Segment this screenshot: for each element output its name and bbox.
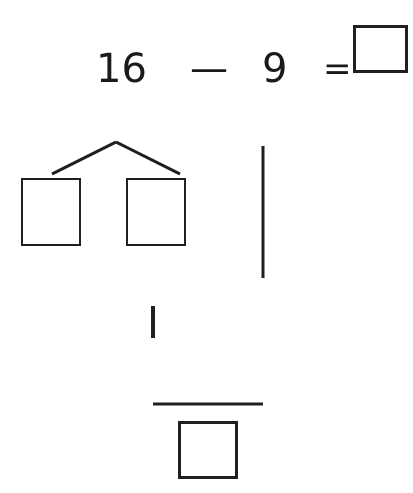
branch-line-left bbox=[51, 140, 117, 176]
branch-line-right bbox=[115, 140, 181, 176]
subtrahend-number: 9 bbox=[262, 46, 288, 92]
decompose-box-right[interactable] bbox=[126, 178, 186, 246]
minus-sign: — bbox=[190, 46, 228, 90]
answer-box[interactable] bbox=[353, 25, 408, 73]
equals-sign: = bbox=[323, 49, 352, 89]
result-box-bottom[interactable] bbox=[178, 421, 238, 479]
minuend-number: 16 bbox=[96, 46, 147, 92]
decompose-box-left[interactable] bbox=[21, 178, 81, 246]
